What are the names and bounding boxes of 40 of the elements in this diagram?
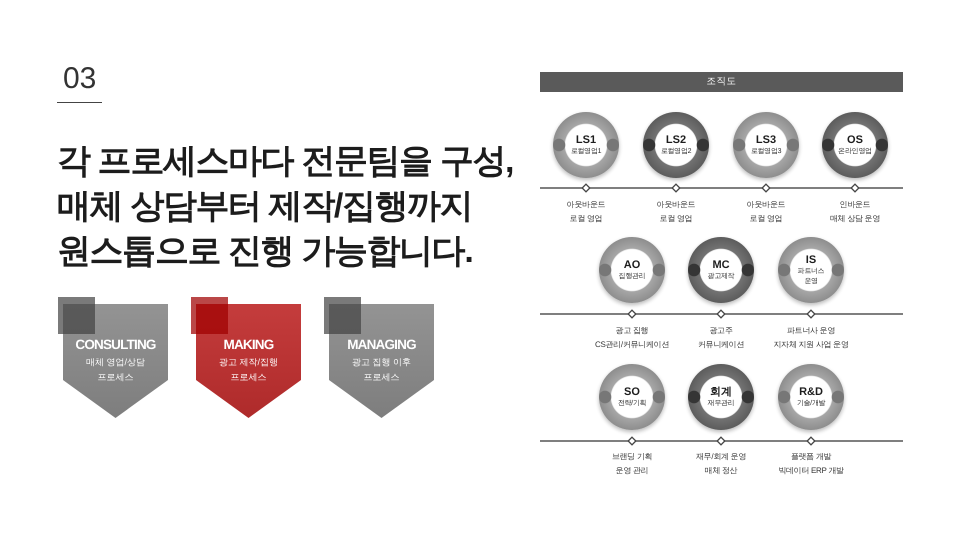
team-description: 아웃바운드 로컬 영업 [566, 199, 606, 225]
team-description: 파트너사 운영 지자체 지원 사업 운영 [773, 325, 849, 351]
team-ring [688, 237, 754, 303]
team-ring [599, 364, 665, 430]
team-ring [733, 112, 799, 178]
chart-title: 조직도 [706, 76, 736, 88]
process-description: 광고 집행 이후 프로세스 [352, 356, 412, 384]
team-code: SO [624, 386, 640, 398]
team-code: IS [806, 254, 816, 266]
title-bar [540, 72, 903, 92]
team-code: 회계 [710, 386, 732, 398]
team-ring [599, 237, 665, 303]
team-description: 광고 집행 CS관리/커뮤니케이션 [594, 325, 670, 351]
team-description: 재무/회계 운영 매체 정산 [696, 451, 746, 477]
process-description: 매체 영업/상담 프로세스 [86, 356, 146, 384]
team-ring [643, 112, 709, 178]
team-description: 광고주 커뮤니케이션 [698, 325, 744, 351]
team-ring [688, 364, 754, 430]
team-code: MC [712, 258, 730, 272]
team-description: 플랫폼 개발 빅데이터 ERP 개발 [778, 451, 844, 477]
team-code: LS3 [756, 134, 776, 146]
team-code: AO [624, 258, 640, 272]
process-title: MANAGING [347, 337, 416, 353]
team-description: 인바운드 매체 상담 운영 [830, 199, 880, 225]
team-code: OS [847, 134, 863, 146]
team-ring [778, 364, 844, 430]
process-title: CONSULTING [75, 337, 156, 353]
heading-text: 각 프로세스마다 전문팀을 구성, 매체 상담부터 제작/집행까지 원스톱으로 진행 가능합니다. [57, 141, 514, 272]
team-code: LS1 [576, 134, 596, 146]
process-title: MAKING [224, 337, 274, 353]
team-ring [553, 112, 619, 178]
team-description: 브랜딩 기획 운영 관리 [612, 451, 652, 477]
team-code: R&D [799, 386, 823, 398]
team-ring [778, 237, 844, 303]
team-description: 아웃바운드 로컬 영업 [746, 199, 786, 225]
team-ring [822, 112, 888, 178]
process-description: 광고 제작/집행 프로세스 [218, 356, 278, 384]
section-number: 03 [57, 62, 102, 103]
team-code: LS2 [666, 134, 686, 146]
team-description: 아웃바운드 로컬 영업 [656, 199, 696, 225]
